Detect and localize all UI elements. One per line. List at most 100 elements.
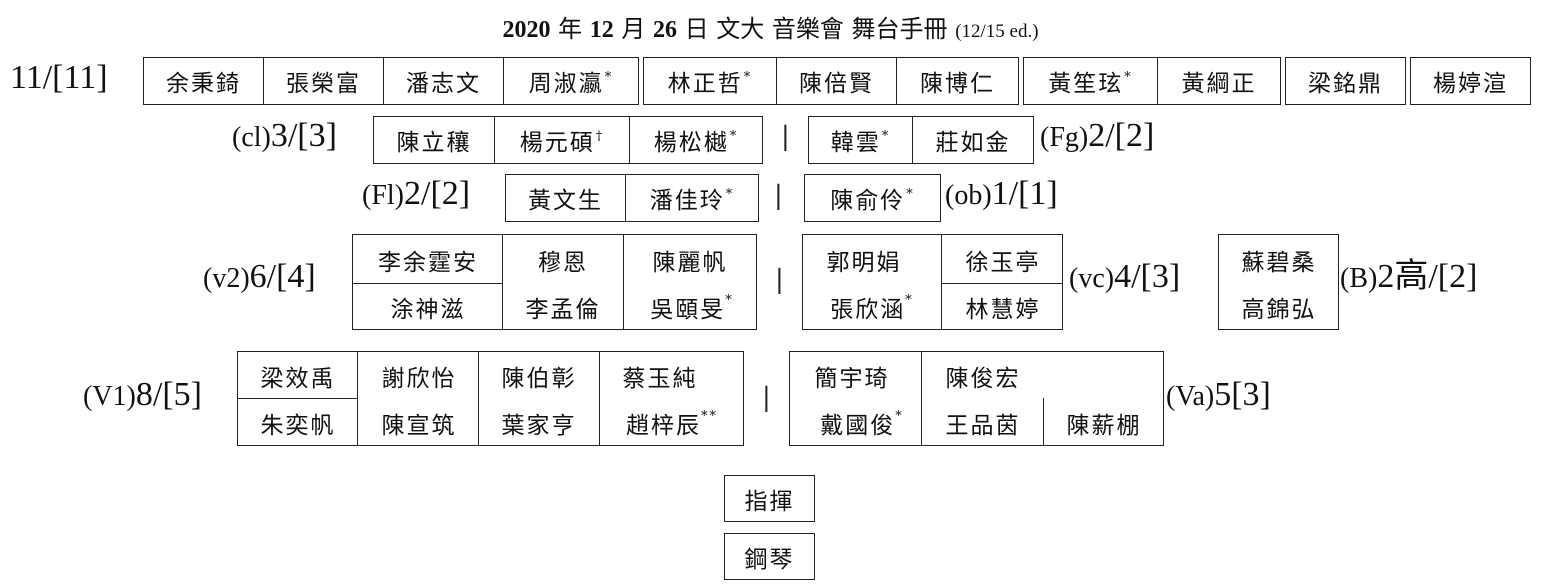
v1-name: 趙梓辰 (626, 413, 701, 439)
asterisk-mark: * (743, 69, 753, 85)
asterisk-mark: * (725, 293, 734, 309)
fl-name: 黃文生 (528, 188, 603, 214)
v2-column-divider (623, 234, 624, 330)
row1-seat: 陳倍賢 (776, 57, 897, 105)
vc-label: (vc)4/[3] (1069, 259, 1180, 297)
vc-row-divider (941, 283, 1063, 284)
row3-divider: | (774, 181, 783, 211)
vc-name: 郭明娟 (826, 250, 902, 276)
row1-seat: 陳博仁 (896, 57, 1019, 105)
cl-label: (cl)3/[3] (232, 118, 337, 156)
va-prefix: (Va) (1166, 381, 1215, 412)
v1-name: 謝欣怡 (381, 366, 457, 392)
ob-label: (ob)1/[1] (945, 176, 1058, 214)
vc-name: 張欣涵 (830, 297, 906, 323)
v1-name: 梁效禹 (260, 366, 336, 392)
v2-name: 涂神滋 (390, 297, 466, 323)
v2-name: 李余霆安 (378, 250, 478, 276)
ob-count: 1/[1] (991, 175, 1058, 212)
v2-column-divider (502, 234, 503, 330)
row1-name: 陳博仁 (920, 71, 995, 97)
row1-name: 林正哲 (667, 71, 743, 97)
b-label: (B)2高/[2] (1340, 259, 1477, 297)
cl-seat: 陳立穰 (373, 116, 495, 164)
v2-name: 吳頤旻 (650, 297, 726, 323)
v2-section (352, 234, 757, 330)
title-event: 文大 音樂會 舞台手冊 (716, 15, 948, 43)
row1-count-label: 11/[11] (10, 59, 108, 96)
title-month: 12 (589, 17, 614, 43)
asterisk-mark: * (895, 409, 904, 425)
row1-name: 潘志文 (406, 71, 481, 97)
b-name: 蘇碧桑 (1241, 250, 1317, 276)
row1-name: 黃笙玹 (1048, 71, 1124, 97)
fg-seat: 莊如金 (912, 116, 1034, 164)
va-column-divider (1043, 398, 1044, 446)
vc-name: 林慧婷 (965, 297, 1041, 323)
cl-seat: 楊元碩† (494, 116, 630, 164)
row4-divider: | (775, 265, 784, 295)
row1-name: 黃綱正 (1181, 71, 1257, 97)
b-count: 2高/[2] (1377, 258, 1478, 295)
conductor-label: 指揮 (744, 488, 795, 515)
conductor-box: 指揮 (724, 475, 815, 522)
fl-name: 潘佳玲 (649, 188, 725, 214)
va-name: 陳俊宏 (945, 366, 1021, 392)
b-name: 高錦弘 (1241, 297, 1317, 323)
fl-seat: 黃文生 (505, 174, 626, 222)
row1-seat: 楊婷渲 (1410, 57, 1531, 105)
va-section (789, 351, 1164, 446)
fl-prefix: (Fl) (362, 180, 404, 211)
row2-divider: | (781, 122, 790, 152)
page-title: 2020 年 12 月 26 日 文大 音樂會 舞台手冊 (12/15 ed.) (0, 9, 1541, 44)
v1-column-divider (357, 351, 358, 446)
asterisk-mark: * (729, 128, 739, 144)
row1-seat: 潘志文 (383, 57, 504, 105)
cl-name: 陳立穰 (396, 130, 472, 156)
v2-name: 穆恩 (538, 250, 588, 276)
row1-name: 梁銘鼎 (1308, 71, 1383, 97)
fg-name: 莊如金 (935, 130, 1011, 156)
v2-prefix: (v2) (203, 263, 250, 294)
title-year-unit: 年 (558, 15, 583, 43)
ob-prefix: (ob) (945, 180, 992, 211)
v1-name-marked: 趙梓辰** (626, 406, 718, 440)
title-month-unit: 月 (621, 15, 646, 43)
v2-row-divider (352, 283, 502, 284)
row1-seat: 周淑瀛* (503, 57, 639, 105)
title-day: 26 (653, 17, 677, 43)
v1-row-divider (237, 398, 357, 399)
ob-seat: 陳俞伶* (804, 174, 941, 222)
va-count: 5[3] (1214, 376, 1271, 413)
row1-seat: 黃笙玹* (1023, 57, 1158, 105)
vc-name-marked: 張欣涵* (830, 290, 914, 324)
va-name: 王品茵 (945, 413, 1021, 439)
v1-column-divider (599, 351, 600, 446)
cl-name: 楊元碩 (519, 130, 595, 156)
fg-count: 2/[2] (1088, 117, 1155, 154)
v1-prefix: (V1) (83, 381, 136, 412)
v2-name: 陳麗帆 (652, 250, 728, 276)
vc-section (802, 234, 1063, 330)
cl-prefix: (cl) (232, 122, 271, 153)
v1-name: 葉家亨 (501, 413, 577, 439)
row1-seat: 林正哲* (643, 57, 777, 105)
cl-seat: 楊松樾* (629, 116, 763, 164)
row1-seat: 梁銘鼎 (1285, 57, 1406, 105)
fl-count: 2/[2] (404, 175, 471, 212)
row1-name: 楊婷渲 (1433, 71, 1508, 97)
vc-column-divider (941, 234, 942, 330)
fl-seat: 潘佳玲* (625, 174, 759, 222)
title-year: 2020 (502, 17, 551, 43)
double-asterisk-mark: ** (701, 409, 718, 425)
v1-column-divider (478, 351, 479, 446)
v1-name: 蔡玉純 (622, 366, 698, 392)
fl-label: (Fl)2/[2] (362, 176, 470, 214)
title-edition: (12/15 ed.) (955, 21, 1039, 42)
cl-name: 楊松樾 (653, 130, 729, 156)
asterisk-mark: * (905, 293, 914, 309)
v1-count: 8/[5] (135, 376, 202, 413)
v1-name: 陳伯彰 (501, 366, 577, 392)
title-day-unit: 日 (684, 15, 709, 43)
vc-prefix: (vc) (1069, 263, 1115, 294)
